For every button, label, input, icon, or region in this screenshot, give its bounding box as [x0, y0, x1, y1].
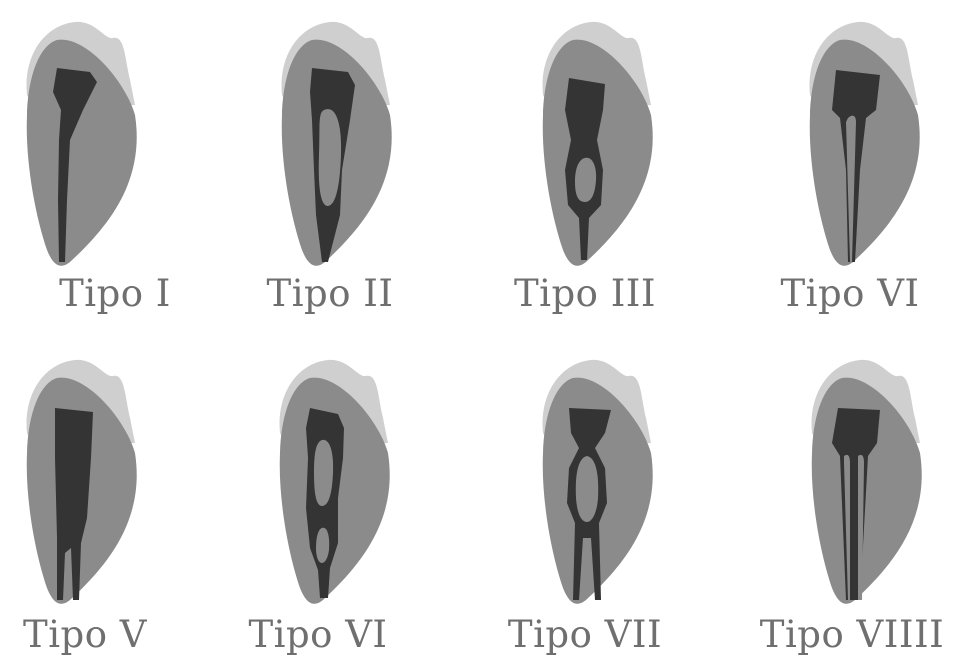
type-label: Tipo II — [210, 272, 450, 315]
tooth-type-3: Tipo III — [465, 0, 705, 328]
tooth-type-2: Tipo II — [210, 0, 450, 328]
type-2-split-rejoin-icon — [210, 0, 450, 280]
type-4-two-canals-icon — [730, 0, 959, 280]
tooth-type-6: Tipo VI — [198, 338, 438, 666]
type-3-loop-icon — [465, 0, 705, 280]
type-label: Tipo VIIII — [732, 613, 959, 656]
type-5-split-apex-icon — [0, 338, 205, 618]
type-label: Tipo VI — [198, 613, 438, 656]
type-1-single-canal-icon — [0, 0, 235, 280]
tooth-type-1: Tipo I — [0, 0, 235, 328]
tooth-type-7: Tipo VII — [465, 338, 705, 666]
tooth-type-5: Tipo V — [0, 338, 205, 666]
type-label: Tipo V — [0, 613, 205, 656]
type-7-loop-split-icon — [465, 338, 705, 618]
tooth-type-4: Tipo VI — [730, 0, 959, 328]
type-label: Tipo VII — [465, 613, 705, 656]
tooth-type-8: Tipo VIIII — [732, 338, 959, 666]
type-8-three-canals-icon — [732, 338, 959, 618]
type-label: Tipo I — [0, 272, 235, 315]
type-label: Tipo III — [465, 272, 705, 315]
type-6-double-loop-icon — [198, 338, 438, 618]
type-label: Tipo VI — [730, 272, 959, 315]
